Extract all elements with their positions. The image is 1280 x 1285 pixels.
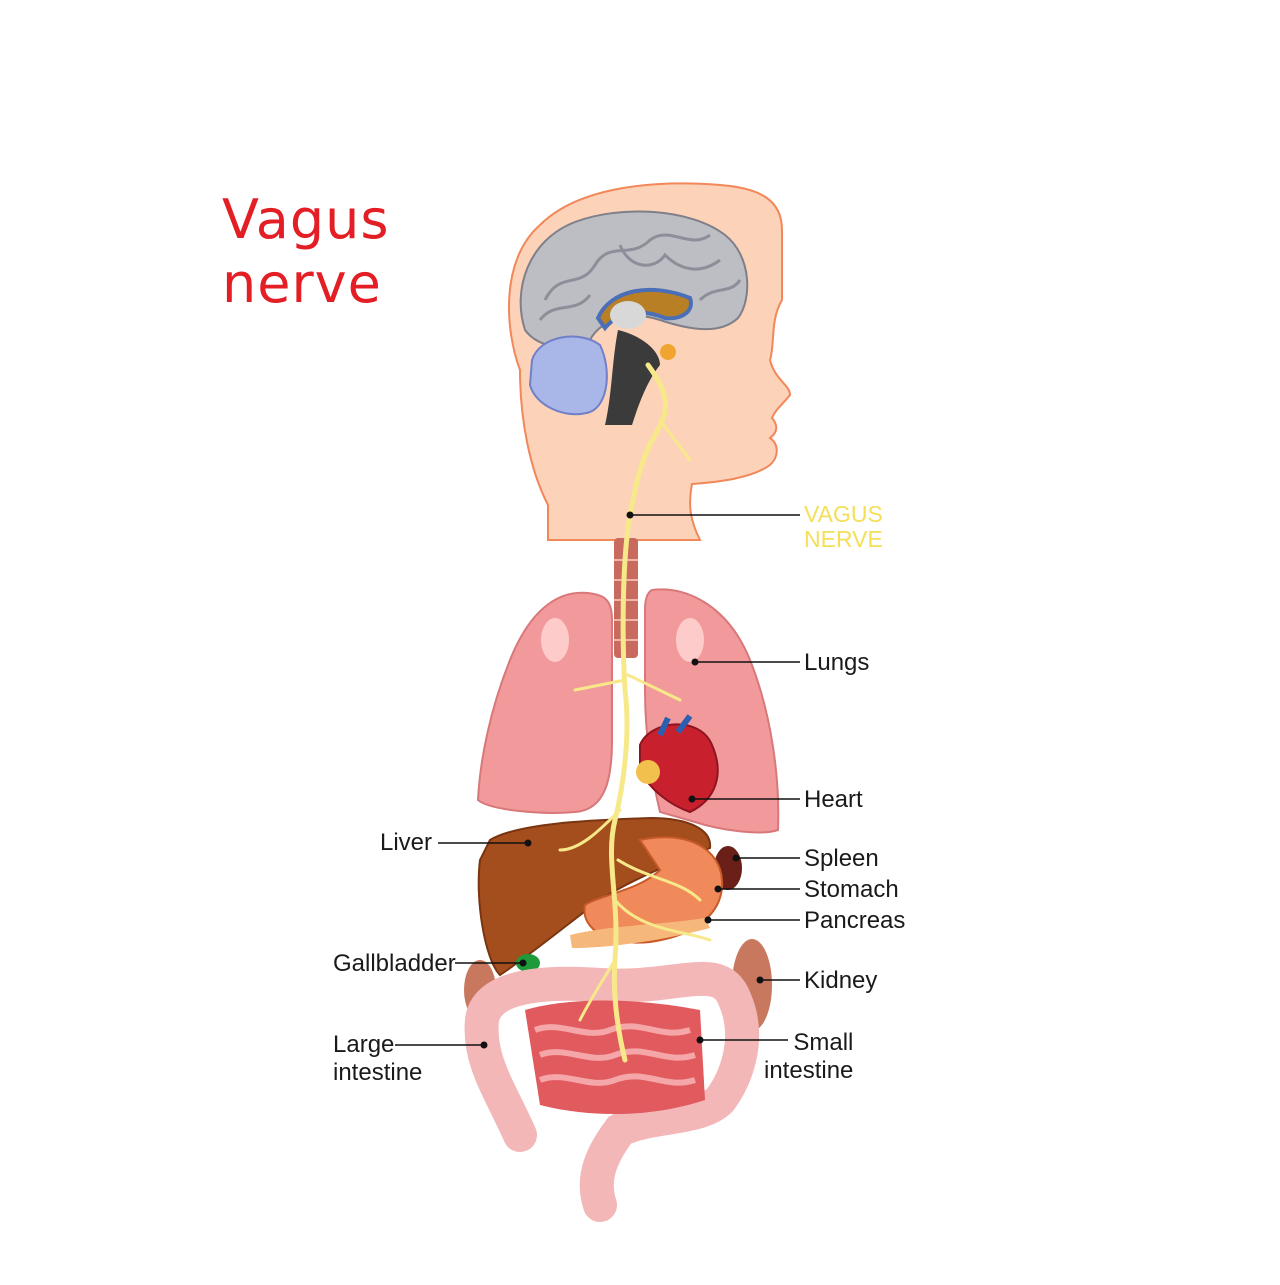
trachea bbox=[614, 538, 638, 658]
label-spleen: Spleen bbox=[804, 845, 879, 872]
stomach bbox=[583, 836, 724, 944]
label-liver: Liver bbox=[380, 829, 433, 856]
leader-lines bbox=[395, 514, 800, 1046]
brain-folds bbox=[538, 233, 742, 321]
label-large-line-1: Large bbox=[333, 1031, 395, 1058]
vagus-nerve-path bbox=[558, 362, 712, 1063]
pancreas bbox=[570, 918, 710, 948]
small-intestine bbox=[525, 1000, 705, 1115]
label-vagus-line-2: NERVE bbox=[804, 526, 883, 552]
label-lungs: Lungs bbox=[804, 649, 870, 676]
lung-highlight bbox=[541, 618, 569, 662]
leader-dots bbox=[480, 511, 764, 1049]
left-lung bbox=[476, 591, 613, 814]
label-vagus-nerve: VAGUS NERVE bbox=[804, 502, 883, 552]
title-line-2: nerve bbox=[222, 252, 382, 315]
heart-atrium bbox=[636, 760, 660, 784]
label-stomach: Stomach bbox=[804, 876, 899, 903]
label-heart: Heart bbox=[804, 786, 863, 813]
lung-highlight bbox=[676, 618, 704, 662]
pituitary-gland bbox=[660, 344, 676, 360]
label-large-intestine: Large intestine bbox=[333, 1031, 422, 1087]
heart bbox=[639, 723, 719, 814]
large-intestine bbox=[464, 961, 760, 1222]
label-kidney: Kidney bbox=[804, 967, 878, 994]
diagram-title: Vagus nerve bbox=[222, 188, 389, 316]
label-small-intestine: Small intestine bbox=[764, 1029, 853, 1085]
brain-cerebrum bbox=[519, 210, 749, 348]
thalamus bbox=[610, 301, 646, 329]
label-vagus-line-1: VAGUS bbox=[804, 501, 883, 527]
label-gallbladder: Gallbladder bbox=[333, 950, 456, 977]
label-pancreas: Pancreas bbox=[804, 907, 906, 934]
gallbladder bbox=[516, 954, 540, 972]
label-small-line-1: Small bbox=[793, 1029, 854, 1056]
brainstem bbox=[605, 330, 660, 425]
heart-vessels bbox=[657, 714, 693, 737]
title-line-1: Vagus bbox=[222, 188, 390, 251]
label-large-line-2: intestine bbox=[333, 1059, 423, 1086]
cerebellum bbox=[528, 335, 608, 416]
label-small-line-2: intestine bbox=[764, 1057, 854, 1084]
